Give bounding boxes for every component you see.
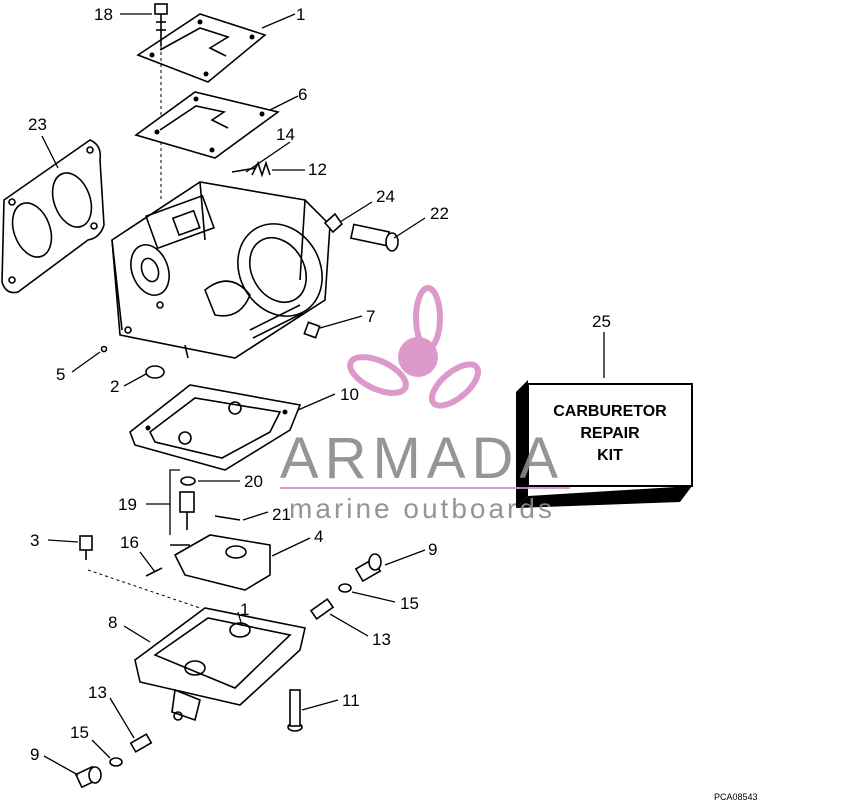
leader-lines bbox=[41, 13, 605, 776]
kit-label-line3: KIT bbox=[597, 447, 623, 464]
part-spring-12 bbox=[251, 160, 271, 178]
propeller-icon bbox=[347, 285, 482, 409]
part-jet-13b bbox=[129, 733, 153, 753]
callout-5: 5 bbox=[56, 365, 65, 384]
part-screw-22 bbox=[349, 223, 399, 252]
part-screw-18 bbox=[154, 3, 168, 200]
part-drain-screw-9a bbox=[354, 553, 382, 583]
armada-watermark: ARMADA marine outboards bbox=[280, 285, 570, 524]
callout-12: 12 bbox=[308, 160, 327, 179]
kit-label-line2: REPAIR bbox=[580, 425, 640, 442]
callout-18: 18 bbox=[94, 5, 113, 24]
callout-8: 8 bbox=[108, 613, 117, 632]
part-carburetor-body bbox=[111, 181, 331, 359]
part-bowl-gasket-10 bbox=[129, 384, 302, 471]
part-float-bowl-8 bbox=[134, 607, 306, 722]
part-pin-16 bbox=[145, 567, 163, 577]
part-float-4 bbox=[170, 534, 271, 591]
callout-9-left: 9 bbox=[30, 745, 39, 764]
part-screw-11 bbox=[287, 689, 303, 732]
part-needle-14 bbox=[231, 167, 257, 173]
part-gasket-15a bbox=[338, 583, 352, 593]
callout-13-right: 13 bbox=[372, 630, 391, 649]
part-washer-24 bbox=[323, 212, 344, 234]
callout-16: 16 bbox=[120, 533, 139, 552]
part-flange-gasket-23 bbox=[1, 139, 105, 294]
part-screw-3 bbox=[79, 535, 201, 609]
callout-15-right: 15 bbox=[400, 594, 419, 613]
part-jet-13a bbox=[309, 598, 335, 620]
callout-21: 21 bbox=[272, 505, 291, 524]
repair-kit-box: CARBURETOR REPAIR KIT bbox=[516, 380, 693, 508]
watermark-tagline: marine outboards bbox=[289, 493, 555, 524]
callout-20: 20 bbox=[244, 472, 263, 491]
callout-15-left: 15 bbox=[70, 723, 89, 742]
callout-6: 6 bbox=[298, 85, 307, 104]
part-oring-2 bbox=[145, 365, 165, 379]
callout-14: 14 bbox=[276, 125, 295, 144]
callout-13-left: 13 bbox=[88, 683, 107, 702]
callout-19: 19 bbox=[118, 495, 137, 514]
callout-4: 4 bbox=[314, 527, 323, 546]
callout-9-right: 9 bbox=[428, 540, 437, 559]
figure-code: PCA08543 bbox=[714, 792, 758, 802]
callout-1-bottom: 1 bbox=[240, 600, 249, 619]
part-inlet-needle-19 bbox=[179, 476, 196, 530]
callout-24: 24 bbox=[376, 187, 395, 206]
part-cover-plate bbox=[136, 13, 267, 83]
callout-2: 2 bbox=[110, 377, 119, 396]
part-drain-screw-9b bbox=[74, 765, 102, 789]
callout-3: 3 bbox=[30, 531, 39, 550]
kit-label-line1: CARBURETOR bbox=[553, 403, 667, 420]
part-plug-7 bbox=[303, 321, 321, 339]
callout-10: 10 bbox=[340, 385, 359, 404]
part-gasket-15b bbox=[109, 757, 123, 767]
watermark-brand: ARMADA bbox=[280, 426, 564, 491]
callout-23: 23 bbox=[28, 115, 47, 134]
callout-1-top: 1 bbox=[296, 5, 305, 24]
callout-11: 11 bbox=[342, 691, 360, 710]
callout-7: 7 bbox=[366, 307, 375, 326]
callout-labels: 18 1 6 23 14 12 24 22 7 5 2 10 25 20 19 … bbox=[28, 5, 611, 764]
callout-22: 22 bbox=[430, 204, 449, 223]
callout-25: 25 bbox=[592, 312, 611, 331]
part-ball-5 bbox=[100, 345, 108, 353]
part-pin-21 bbox=[214, 515, 241, 521]
part-gasket-6 bbox=[134, 91, 280, 159]
